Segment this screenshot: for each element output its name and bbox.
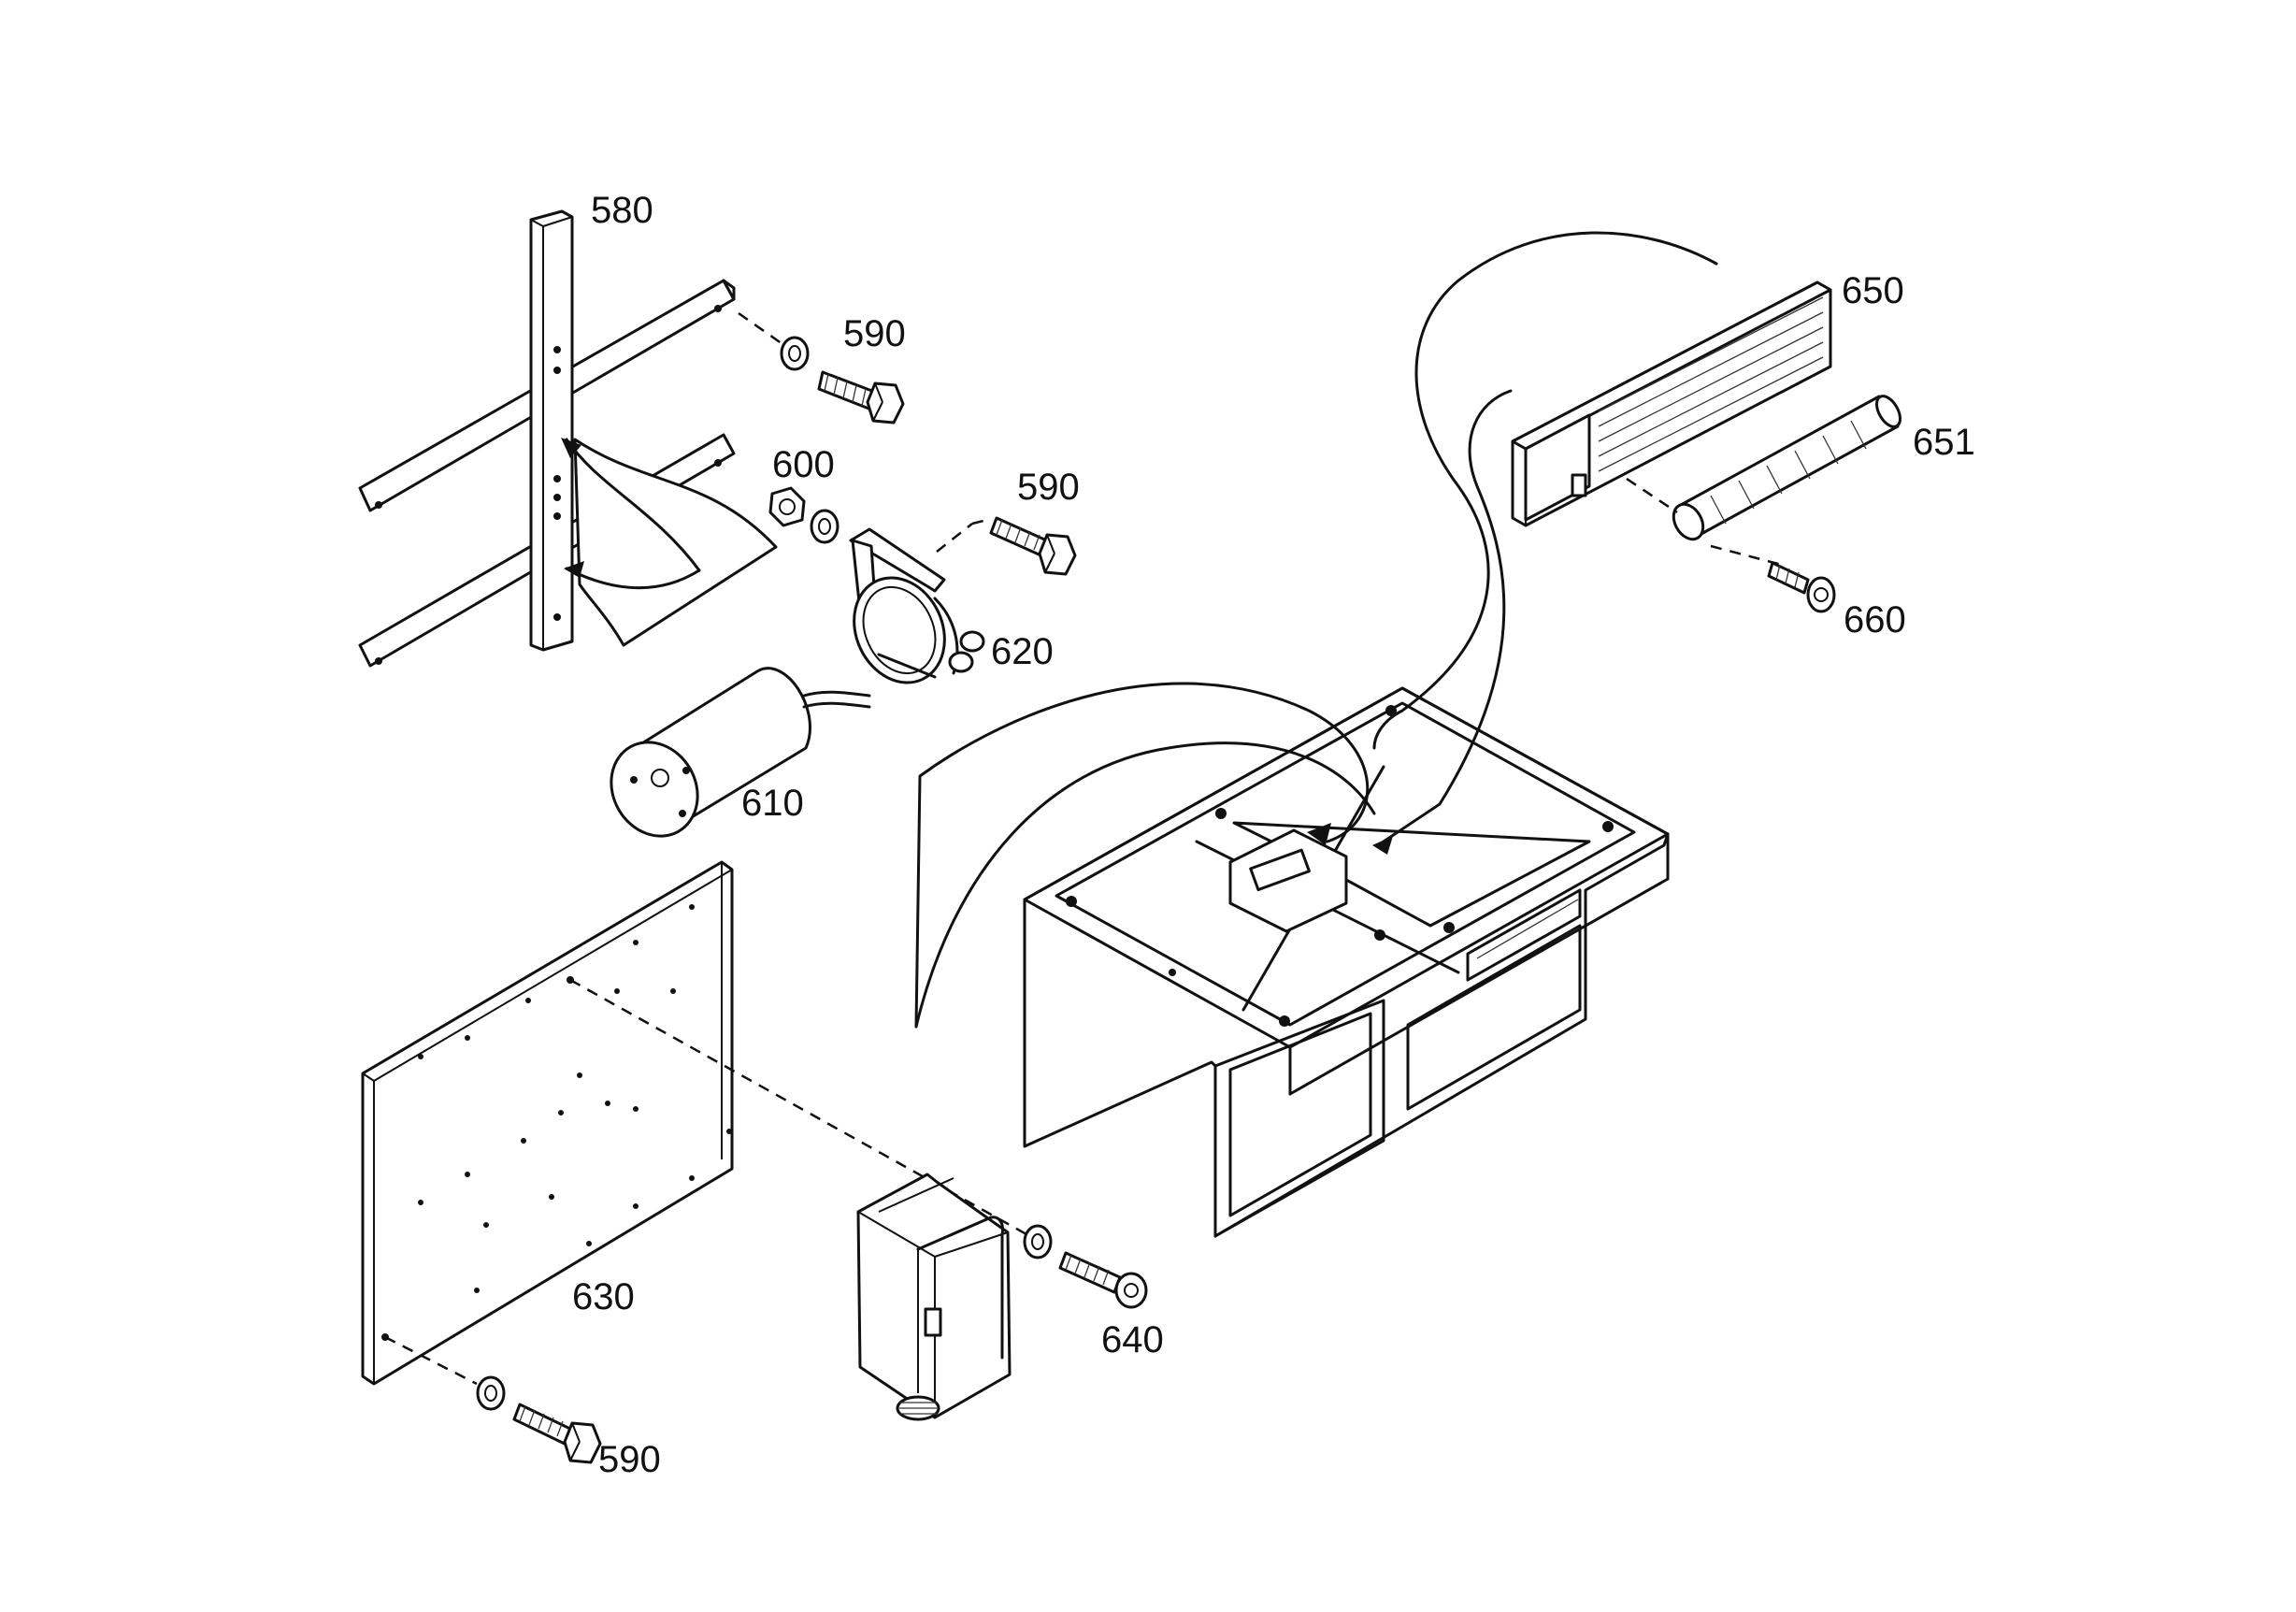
callout-630: 630 [572, 1276, 635, 1317]
callout-650: 650 [1842, 270, 1904, 311]
callout-660: 660 [1844, 599, 1906, 640]
callout-620: 620 [991, 631, 1054, 672]
callout-600: 600 [772, 444, 835, 485]
mounting-bracket-icon [358, 209, 778, 668]
lamp-housing-icon [1511, 281, 1832, 527]
enclosure-box-icon [856, 1173, 1012, 1421]
hex-bolt-icon [989, 516, 1077, 576]
motor-icon [610, 667, 871, 838]
hex-bolt-icon [1023, 1224, 1148, 1309]
assembly-arrow-icon [914, 231, 1718, 1029]
mounting-plate-icon [361, 860, 734, 1386]
clamp-bracket-icon [849, 527, 985, 684]
screw-icon [1767, 561, 1836, 613]
hex-bolt-icon [476, 1375, 602, 1464]
callout-651: 651 [1913, 422, 1975, 463]
callout-590-lower: 590 [598, 1439, 661, 1480]
callout-590-middle: 590 [1017, 467, 1080, 508]
callout-580: 580 [591, 190, 653, 231]
callout-640: 640 [1101, 1319, 1164, 1360]
callout-590-upper: 590 [843, 313, 906, 354]
hex-bolt-icon [780, 336, 905, 425]
callout-610: 610 [741, 783, 804, 824]
nut-washer-icon [768, 486, 839, 544]
tube-lamp-icon [1672, 395, 1901, 541]
cabinet-housing-icon [1023, 686, 1670, 1238]
